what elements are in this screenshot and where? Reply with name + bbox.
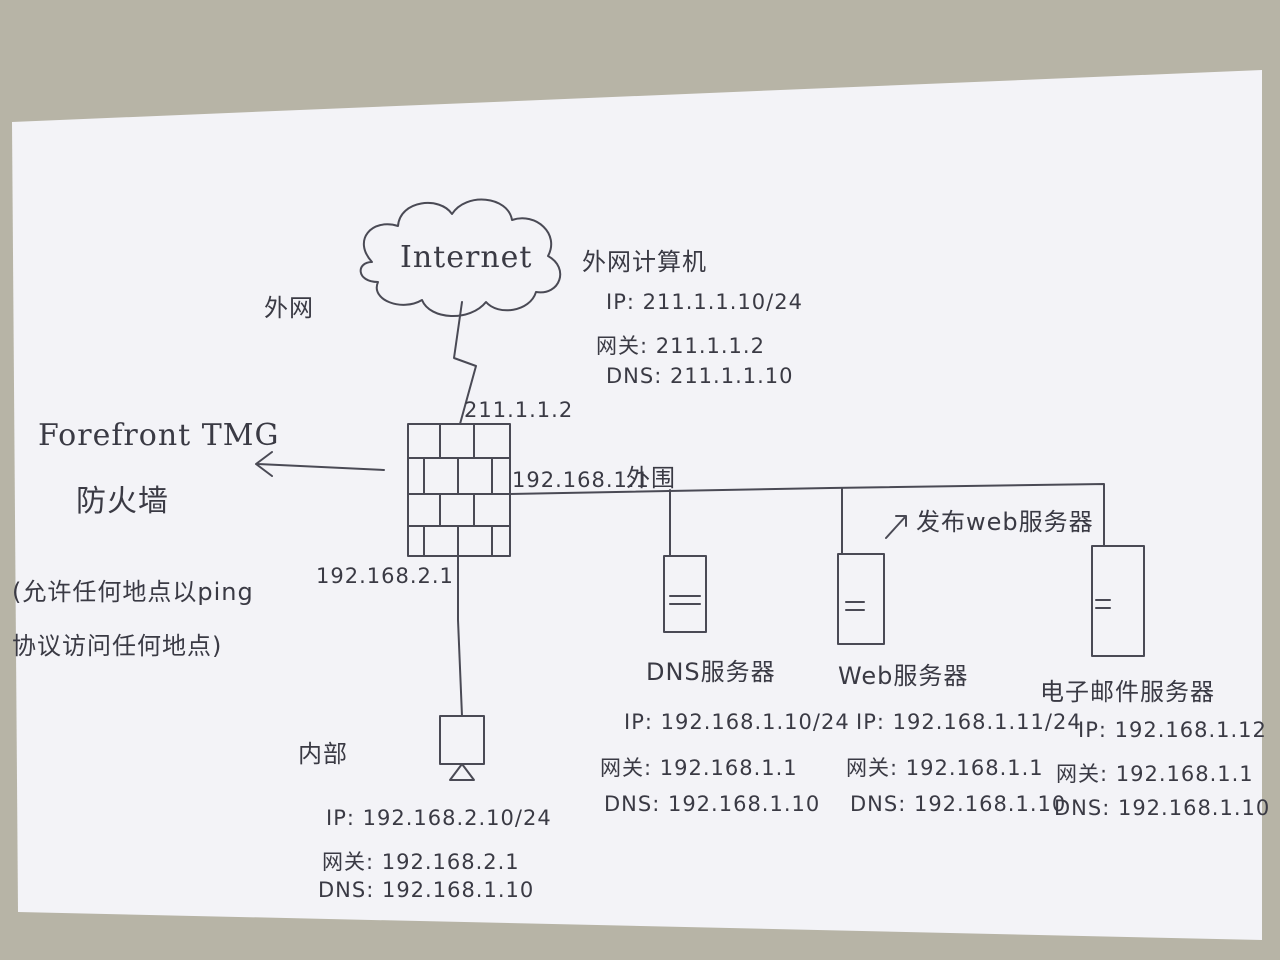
internal-computer-icon	[439, 715, 485, 781]
mail-server-gateway: 网关: 192.168.1.1	[1056, 762, 1254, 786]
mail-server-icon	[1091, 545, 1145, 657]
perimeter-zone-label: 外围	[626, 464, 676, 492]
firewall-perimeter-ip: 192.168.1.1	[512, 468, 650, 492]
internet-cloud-icon	[359, 198, 561, 317]
external-pc-title: 外网计算机	[582, 248, 707, 276]
mail-server-ip: IP: 192.168.1.12	[1078, 718, 1267, 742]
publish-web-label: 发布web服务器	[916, 508, 1094, 536]
web-server-gateway: 网关: 192.168.1.1	[846, 756, 1044, 780]
web-server-dns: DNS: 192.168.1.10	[850, 792, 1067, 816]
outside-zone-label: 外网	[264, 294, 314, 322]
internal-gateway: 网关: 192.168.2.1	[322, 850, 520, 874]
firewall-name: Forefront TMG	[38, 418, 280, 453]
web-server-title: Web服务器	[838, 662, 969, 690]
external-pc-dns: DNS: 211.1.1.10	[606, 364, 794, 388]
internal-title: 内部	[298, 740, 348, 768]
firewall-external-ip: 211.1.1.2	[464, 398, 574, 422]
internal-link-line	[457, 555, 463, 717]
internet-label: Internet	[400, 240, 533, 275]
external-pc-gateway: 网关: 211.1.1.2	[596, 334, 765, 358]
publish-arrow-icon	[885, 515, 907, 539]
external-pc-ip: IP: 211.1.1.10/24	[606, 290, 803, 314]
dns-server-gateway: 网关: 192.168.1.1	[600, 756, 798, 780]
firewall-note-line1: (允许任何地点以ping	[12, 578, 254, 606]
firewall-note-line2: 协议访问任何地点)	[12, 632, 223, 660]
mail-server-dns: DNS: 192.168.1.10	[1054, 796, 1271, 820]
mail-server-title: 电子邮件服务器	[1040, 678, 1215, 706]
web-server-ip: IP: 192.168.1.11/24	[856, 710, 1082, 734]
firewall-subtitle: 防火墙	[76, 484, 169, 519]
dns-server-dns: DNS: 192.168.1.10	[604, 792, 821, 816]
dns-server-icon	[663, 555, 707, 633]
dns-server-title: DNS服务器	[646, 658, 776, 686]
web-server-icon	[837, 553, 885, 645]
wan-link-line	[453, 301, 477, 425]
firewall-brick-icon	[407, 423, 511, 557]
dns-server-ip: IP: 192.168.1.10/24	[624, 710, 850, 734]
internal-ip: IP: 192.168.2.10/24	[326, 806, 552, 830]
internal-dns: DNS: 192.168.1.10	[318, 878, 535, 902]
paper-sheet	[12, 70, 1262, 940]
firewall-label-arrow	[255, 451, 385, 477]
firewall-internal-ip: 192.168.2.1	[316, 564, 454, 588]
